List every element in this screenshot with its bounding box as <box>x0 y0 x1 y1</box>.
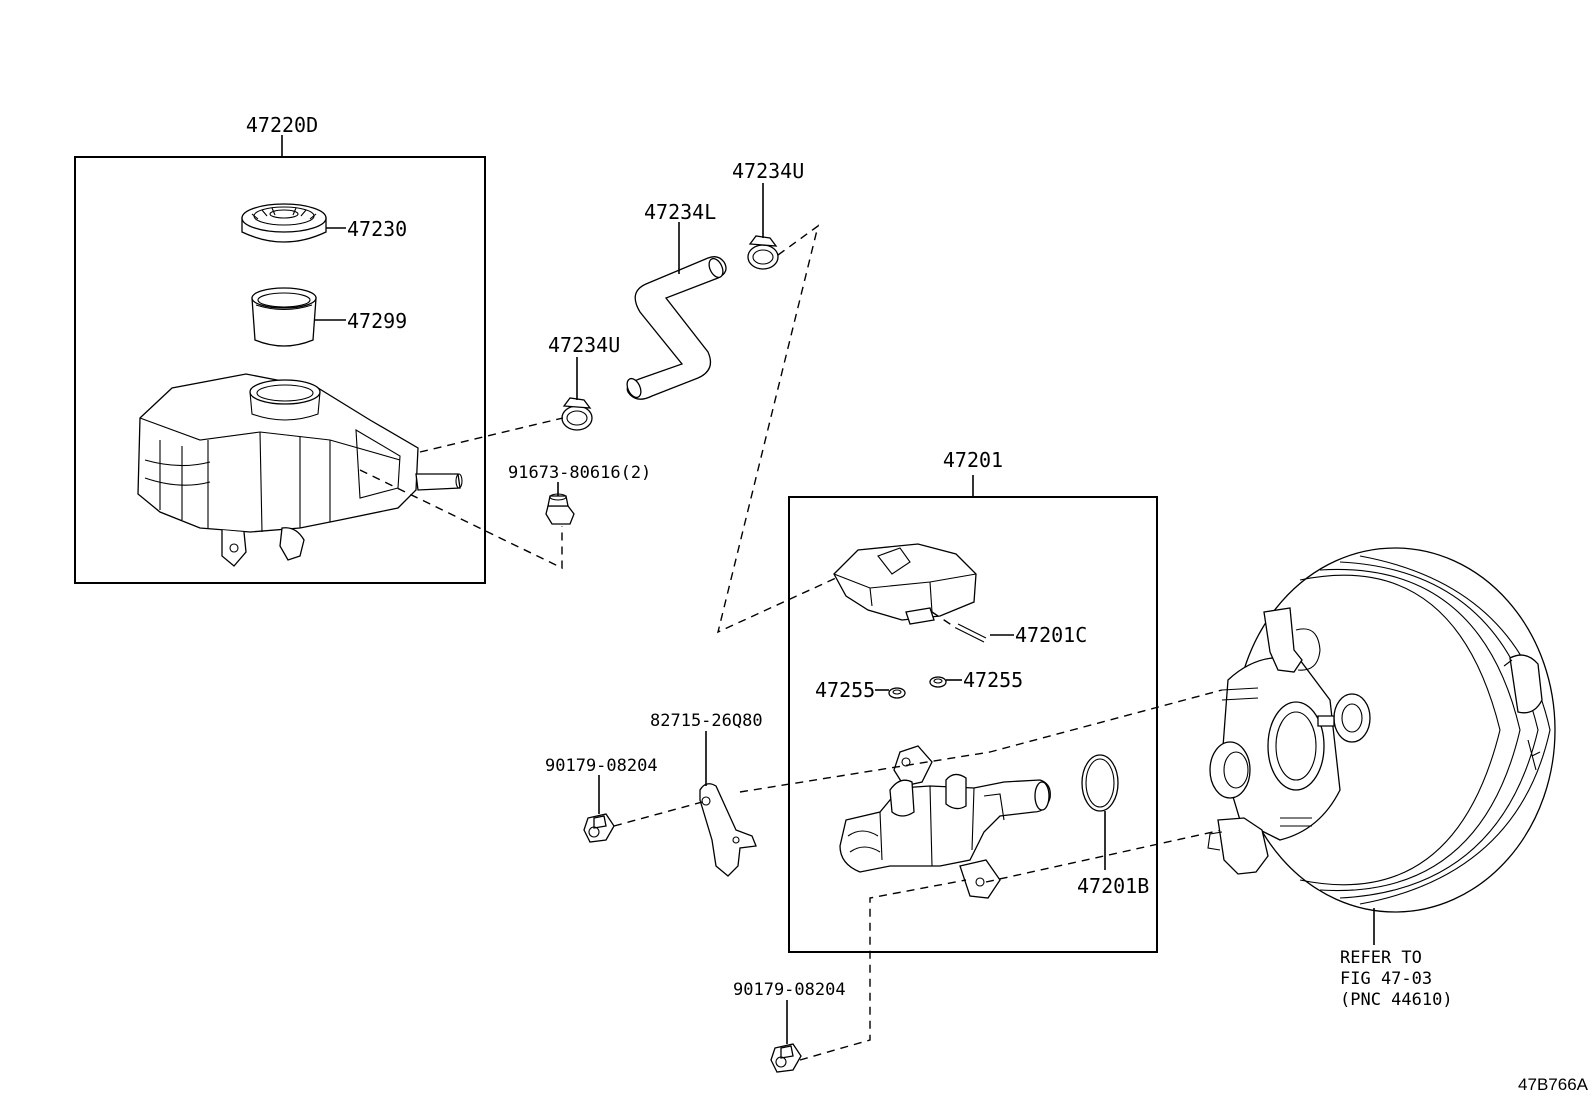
hose-end <box>708 257 724 279</box>
dashed-guide <box>985 829 1223 883</box>
dashed-guide <box>799 879 967 1061</box>
label-47234l[interactable]: 47234L <box>644 200 716 224</box>
nut-bracket-icon <box>583 813 615 843</box>
grommet-left-icon <box>888 687 906 699</box>
figure-id: 47B766A <box>1518 1075 1589 1094</box>
booster-note-line-3: (PNC 44610) <box>1340 990 1453 1010</box>
label-91673-80616[interactable]: 91673-80616(2) <box>508 463 651 483</box>
reservoir-sub-icon <box>833 543 977 625</box>
pin-icon <box>955 627 985 643</box>
dashed-guide <box>931 611 957 629</box>
label-90179-08204-upper[interactable]: 90179-08204 <box>545 756 658 776</box>
dashed-guide <box>359 469 563 570</box>
label-47234u-upper[interactable]: 47234U <box>732 159 804 183</box>
reservoir-strainer-icon <box>251 287 317 347</box>
dashed-guide <box>613 800 707 827</box>
o-ring-icon <box>1081 754 1119 812</box>
nut-reservoir-icon <box>545 493 575 525</box>
dashed-guide <box>716 224 837 634</box>
bracket-hole <box>732 836 740 844</box>
reservoir-assembly-box <box>74 156 486 584</box>
clamp-upper-icon <box>747 235 779 270</box>
label-90179-08204-lower[interactable]: 90179-08204 <box>733 980 846 1000</box>
clamp-lower-icon <box>561 397 593 431</box>
master-cylinder-group: 47201 47201C 47255 47255 <box>788 448 1158 953</box>
bracket-group: 82715-26Q80 90179-08204 90179-08204 <box>545 689 1223 1073</box>
reservoir-cap-icon <box>241 203 327 243</box>
hose-group: 47234L 47234U 47234U 91673-80616(2) <box>359 159 837 634</box>
hose-icon <box>626 256 727 400</box>
pin-icon <box>957 623 987 639</box>
master-cylinder-body-icon <box>839 745 1051 899</box>
label-47220d[interactable]: 47220D <box>246 113 318 137</box>
dashed-guide <box>419 417 564 453</box>
booster-note-line-1: REFER TO <box>1340 948 1422 968</box>
label-82715-26q80[interactable]: 82715-26Q80 <box>650 711 763 731</box>
label-47201c[interactable]: 47201C <box>1015 623 1087 647</box>
reservoir-tank-icon <box>137 373 463 567</box>
bracket-hole <box>701 796 711 806</box>
grommet-right-icon <box>929 676 947 688</box>
label-47201[interactable]: 47201 <box>943 448 1003 472</box>
booster-note-line-2: FIG 47-03 <box>1340 969 1432 989</box>
label-47255-right[interactable]: 47255 <box>963 668 1023 692</box>
label-47299[interactable]: 47299 <box>347 309 407 333</box>
hose-end <box>626 377 642 399</box>
label-47201b[interactable]: 47201B <box>1077 874 1149 898</box>
brake-booster-icon <box>1207 547 1556 913</box>
label-47255-left[interactable]: 47255 <box>815 678 875 702</box>
dashed-guide <box>739 689 1223 793</box>
reservoir-assembly-group: 47220D 47230 47299 <box>74 113 486 584</box>
bracket-icon <box>699 783 757 877</box>
nut-bottom-icon <box>770 1043 802 1073</box>
label-47230[interactable]: 47230 <box>347 217 407 241</box>
label-47234u-lower[interactable]: 47234U <box>548 333 620 357</box>
